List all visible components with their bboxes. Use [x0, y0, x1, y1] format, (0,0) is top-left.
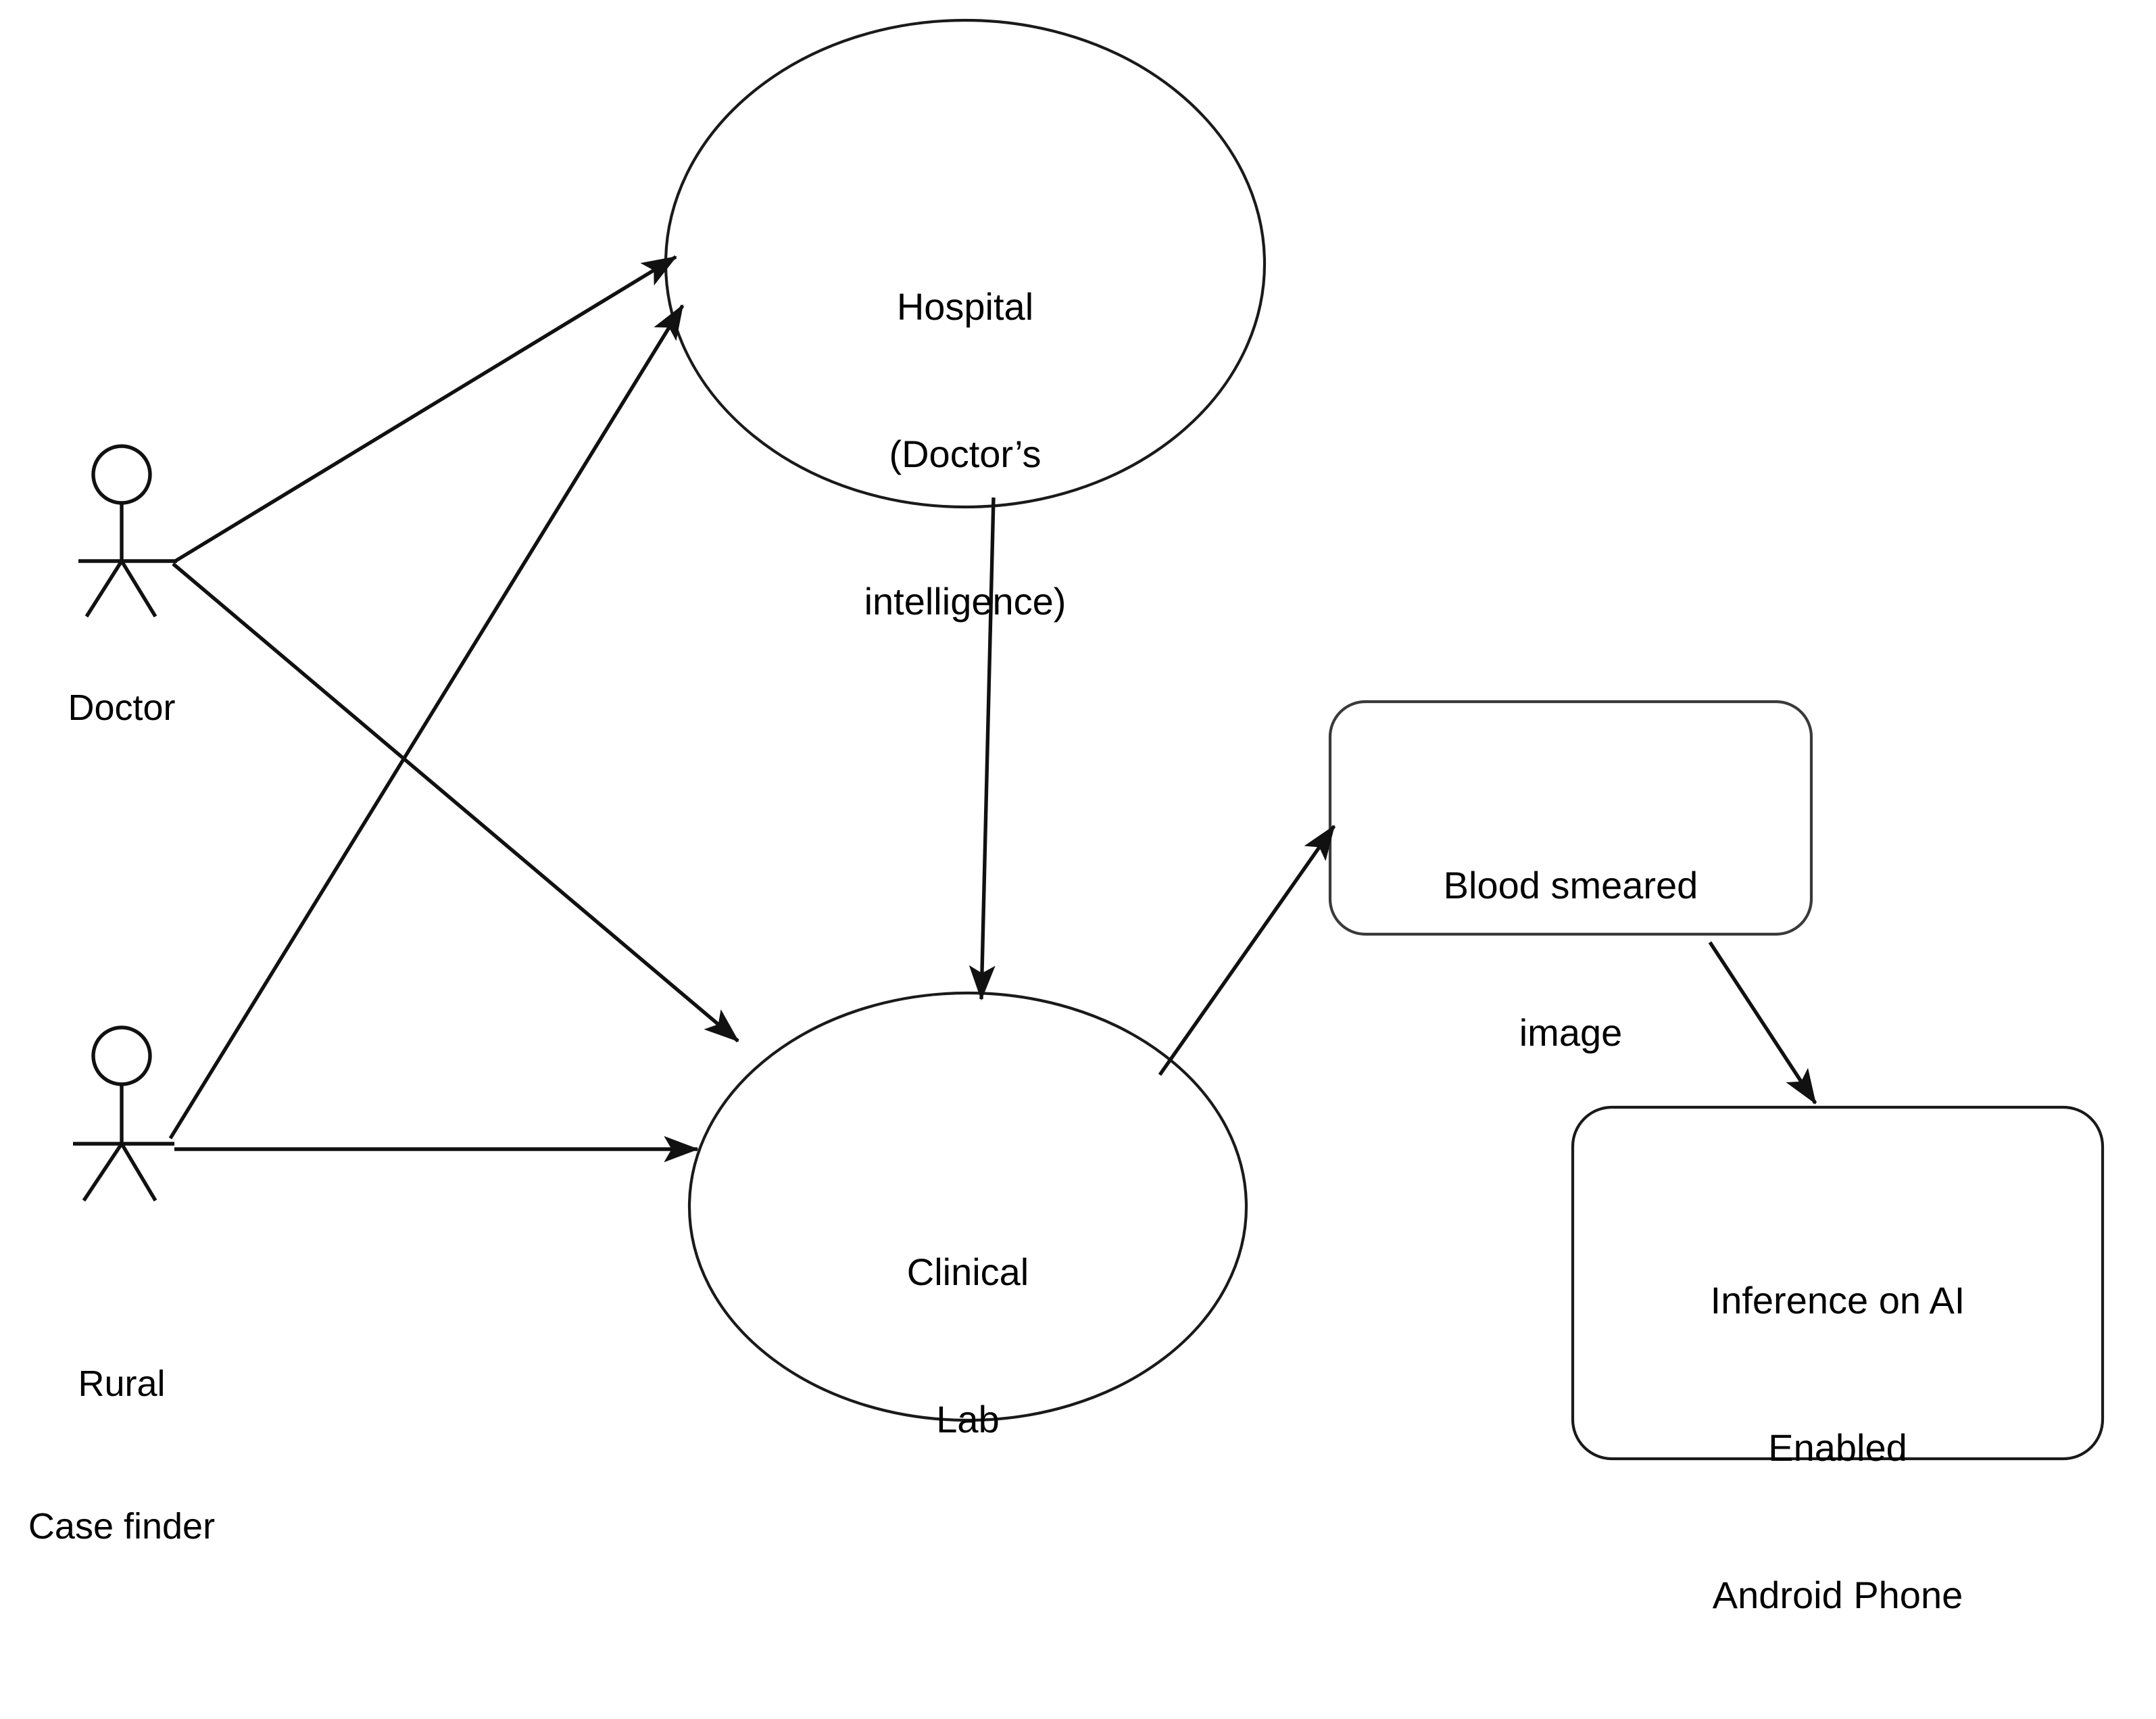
doctor-actor-icon[interactable]	[78, 444, 177, 618]
clinical-lab-ellipse[interactable]	[687, 991, 1248, 1422]
rural-case-finder-label-line2: Case finder	[28, 1505, 216, 1547]
edge-hospital-to-clinical-lab[interactable]	[969, 497, 996, 1001]
edge-doctor-to-clinical-lab[interactable]	[172, 562, 739, 1043]
use-case-diagram-canvas: Hospital (Doctor’s intelligence) Clinica…	[28, 18, 2105, 1617]
edge-rural-case-finder-to-hospital[interactable]	[168, 304, 685, 1140]
edge-doctor-to-hospital[interactable]	[172, 255, 677, 564]
inference-android-phone-box[interactable]	[1571, 1105, 2105, 1461]
inference-label-line3: Android Phone	[1712, 1574, 1963, 1617]
edge-blood-smeared-image-to-inference[interactable]	[1708, 941, 1817, 1105]
blood-smeared-image-box[interactable]	[1328, 700, 1813, 936]
diagram-vector-layer	[73, 18, 2105, 1461]
hospital-ellipse[interactable]	[664, 18, 1267, 509]
rural-case-finder-actor-icon[interactable]	[73, 1025, 174, 1202]
edge-clinical-lab-to-blood-smeared-image[interactable]	[1158, 825, 1336, 1076]
